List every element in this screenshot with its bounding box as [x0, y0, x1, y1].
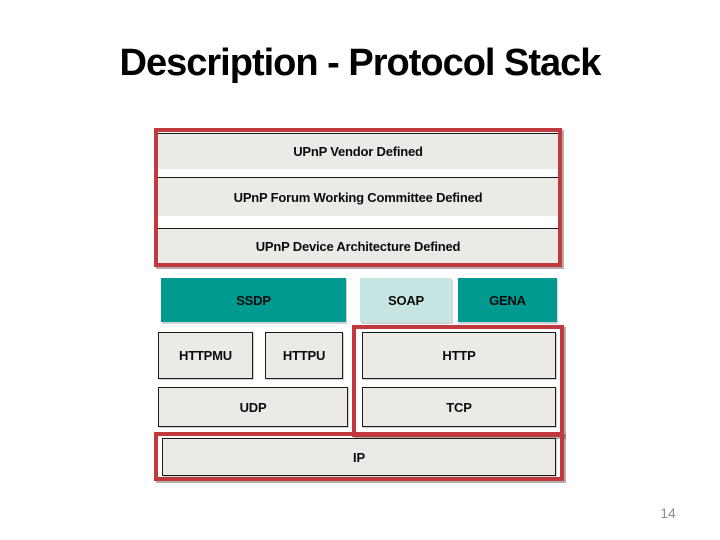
box-httpmu: HTTPMU	[158, 332, 253, 379]
box-httpu: HTTPU	[265, 332, 343, 379]
box-ip: IP	[162, 438, 556, 476]
box-udp: UDP	[158, 387, 348, 427]
layer-upnp-device-architecture-defined: UPnP Device Architecture Defined	[158, 228, 558, 263]
layer-upnp-vendor-defined: UPnP Vendor Defined	[158, 133, 558, 169]
page-number: 14	[660, 505, 676, 521]
box-ssdp: SSDP	[161, 278, 346, 322]
box-soap: SOAP	[360, 278, 452, 322]
ip-group-outline	[154, 432, 564, 481]
box-tcp: TCP	[362, 387, 556, 427]
upnp-defined-group-outline: UPnP Vendor Defined UPnP Forum Working C…	[154, 128, 562, 267]
layer-upnp-forum-working-committee-defined: UPnP Forum Working Committee Defined	[158, 177, 558, 216]
box-http: HTTP	[362, 332, 556, 379]
box-gena: GENA	[458, 278, 557, 322]
slide-title: Description - Protocol Stack	[119, 42, 602, 84]
